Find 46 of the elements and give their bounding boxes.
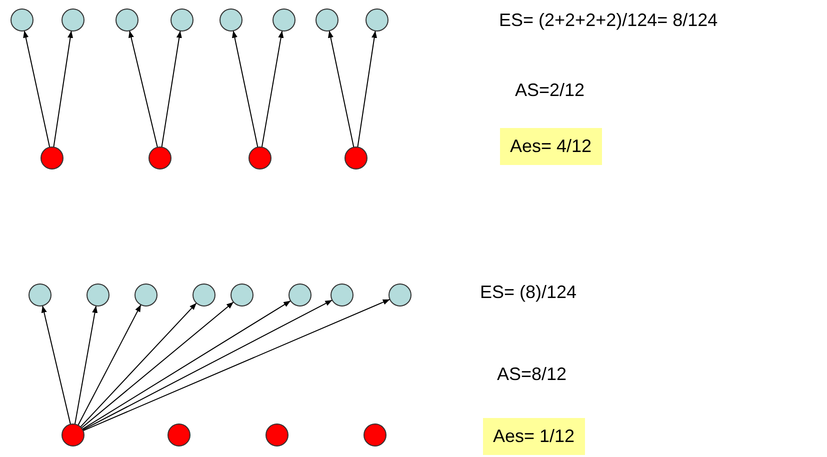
circle [220, 8, 242, 32]
circle [344, 146, 368, 170]
circle [168, 424, 190, 446]
circle [10, 8, 34, 32]
arrow [80, 302, 197, 428]
circle [266, 424, 288, 446]
formula-text: AS=2/12 [515, 80, 585, 101]
formula-text: ES= (2+2+2+2)/124= 8/124 [499, 10, 718, 31]
arrow [74, 305, 98, 425]
circle [366, 8, 388, 32]
circle [86, 284, 110, 306]
circle [230, 284, 254, 306]
circle [170, 8, 194, 32]
circle [248, 146, 272, 170]
arrow [161, 30, 182, 148]
highlighted-text: Aes= 1/12 [483, 418, 585, 455]
arrow [261, 30, 284, 148]
circle [40, 146, 64, 170]
circle [134, 284, 158, 306]
circle [364, 424, 386, 446]
arrow [232, 30, 258, 148]
arrow [53, 30, 74, 148]
circle [28, 284, 52, 306]
arrow [78, 304, 142, 426]
highlighted-text: Aes= 4/12 [500, 128, 602, 165]
arrow [328, 30, 354, 148]
arrow [128, 30, 158, 148]
arrow [82, 298, 390, 432]
circle [272, 8, 296, 32]
circle [388, 284, 412, 306]
arrow [357, 30, 378, 148]
circle [288, 284, 312, 306]
circle [316, 8, 338, 32]
circle [116, 8, 138, 32]
arrow [82, 300, 292, 430]
arrow [82, 300, 333, 430]
circle [330, 284, 354, 306]
circle [192, 284, 216, 306]
formula-text: ES= (8)/124 [480, 282, 577, 303]
arrow [41, 305, 71, 425]
formula-text: AS=8/12 [497, 364, 567, 385]
circle [62, 424, 84, 446]
arrow [80, 302, 234, 428]
circle [148, 146, 172, 170]
arrow [23, 30, 50, 148]
circle [62, 8, 84, 32]
